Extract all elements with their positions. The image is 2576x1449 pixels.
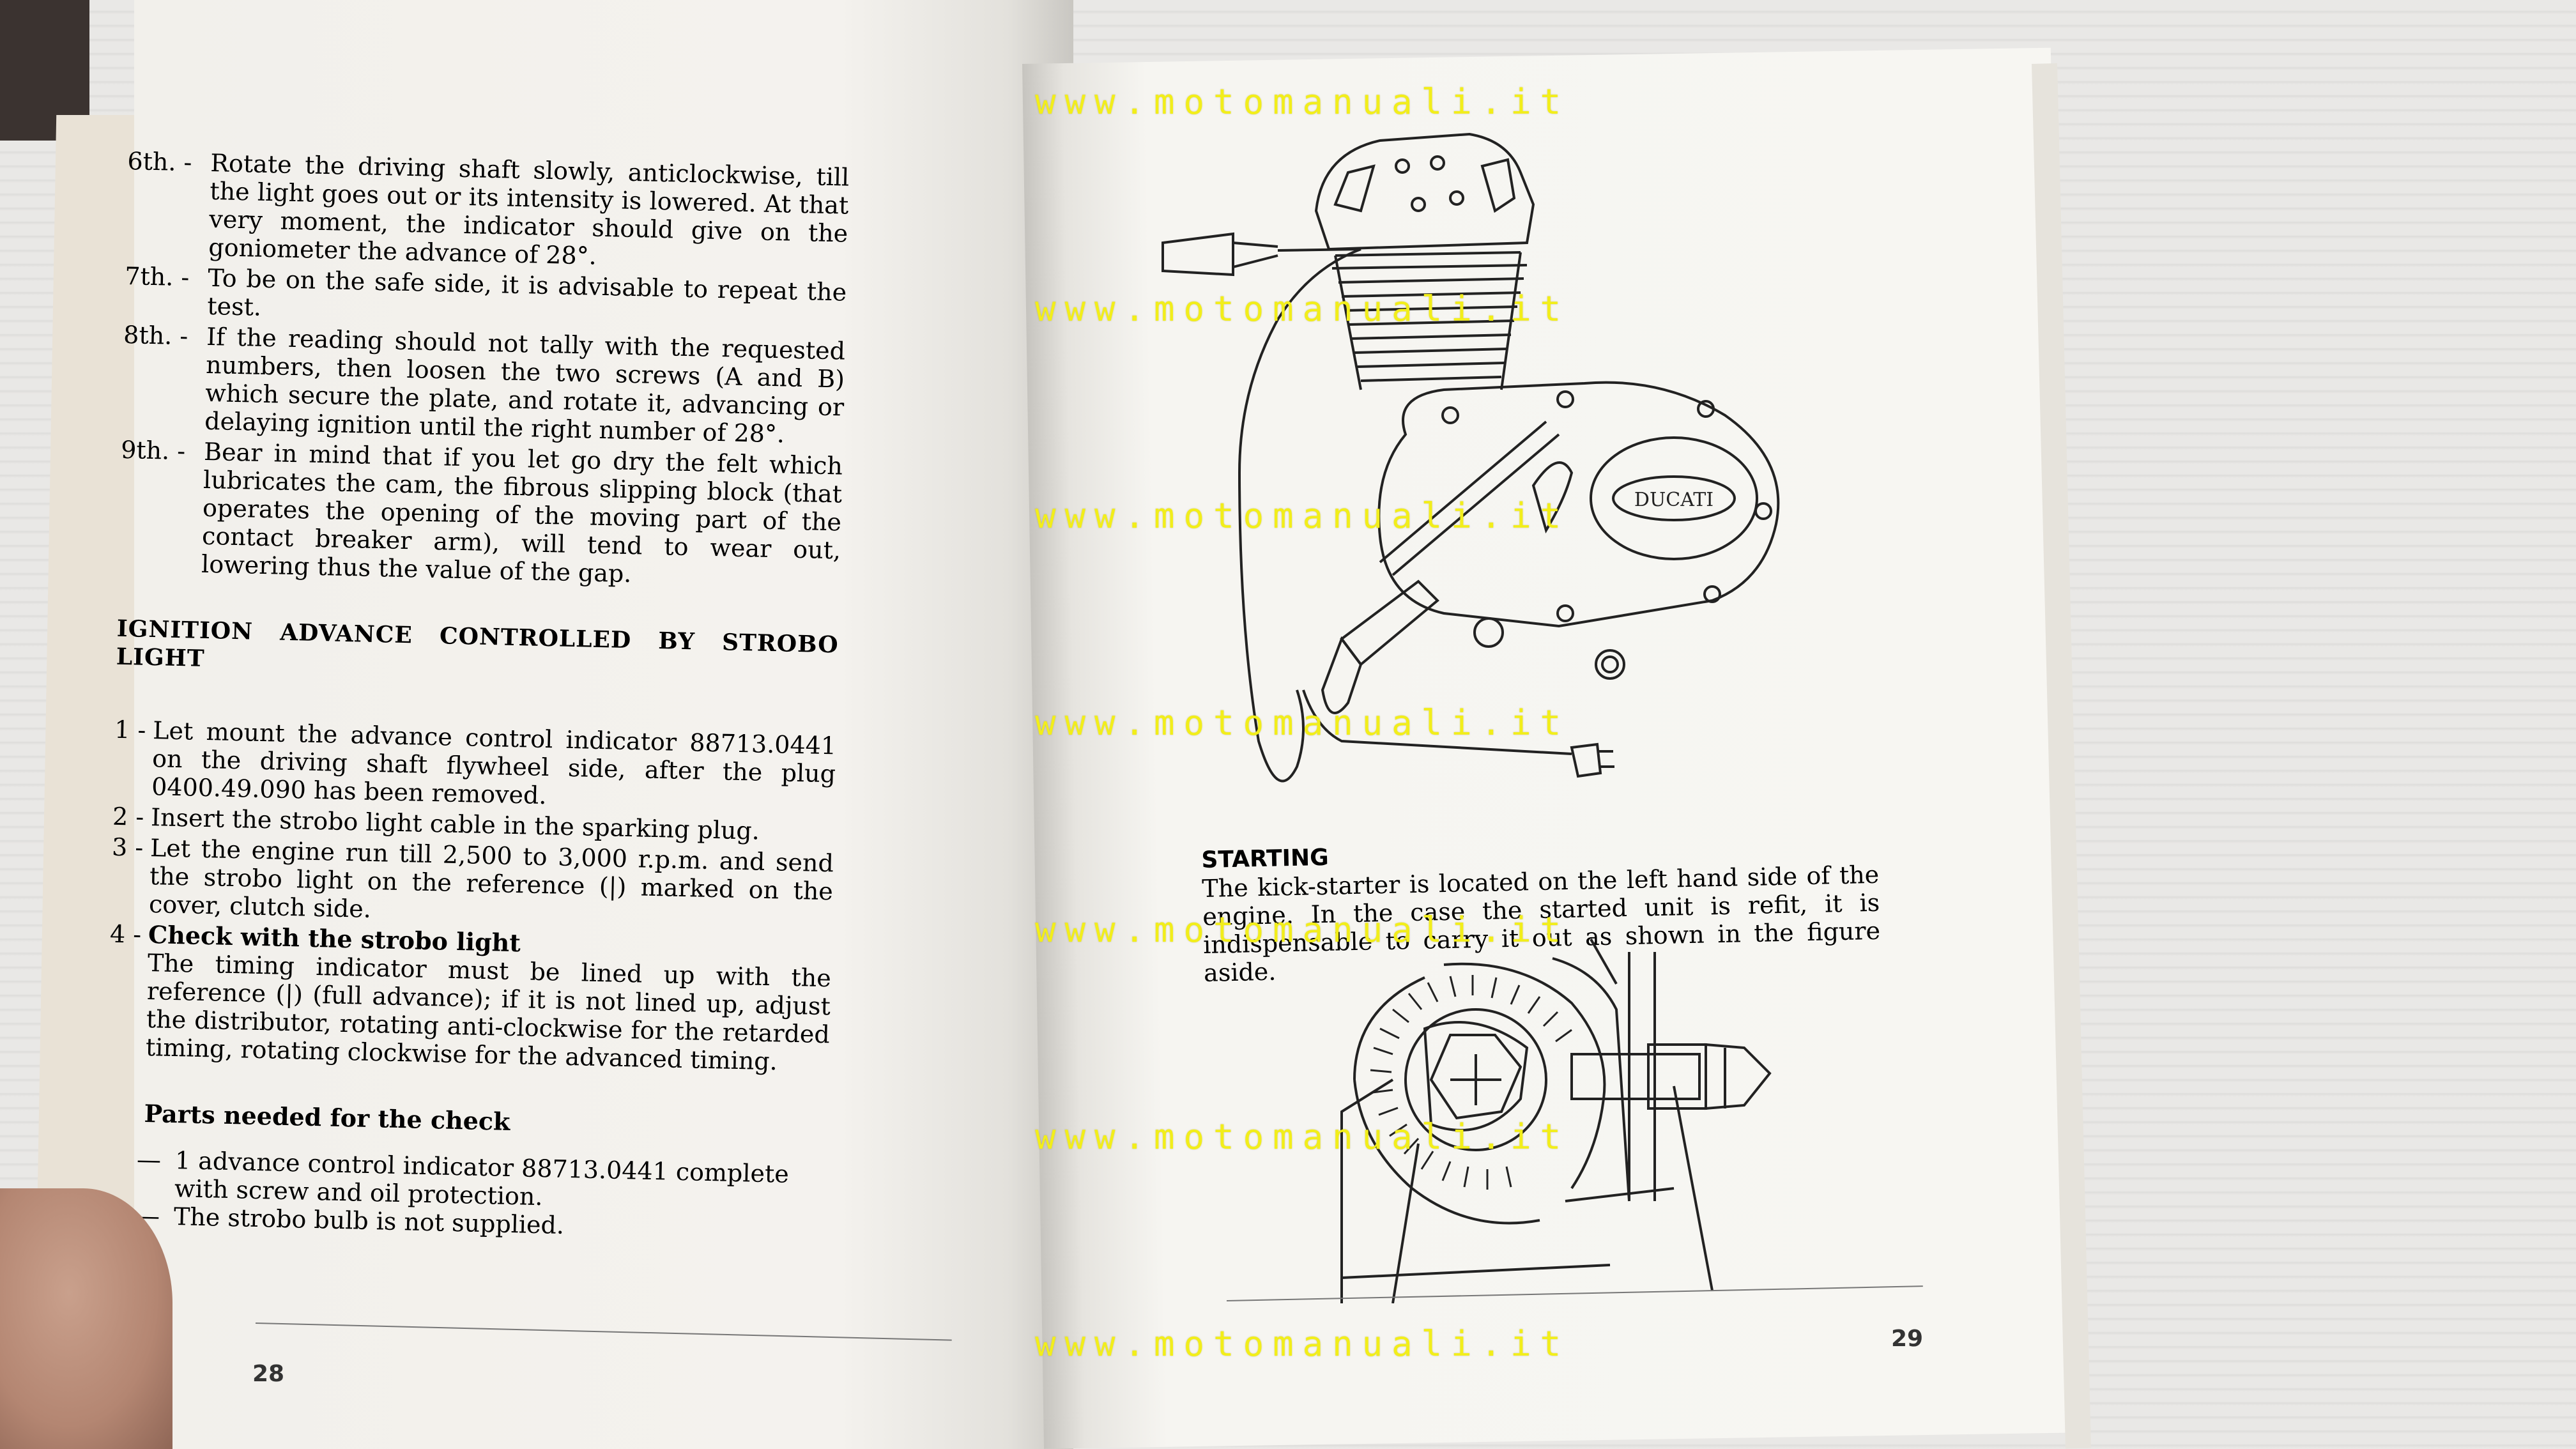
page-number-right: 29 bbox=[1891, 1326, 1924, 1352]
bolt-shaft bbox=[1570, 1053, 1701, 1100]
item-number: 1 - bbox=[114, 715, 146, 744]
page-number-left: 28 bbox=[252, 1361, 285, 1387]
item-number: 4 - bbox=[109, 919, 142, 949]
step-text: If the reading should not tally with the… bbox=[204, 322, 846, 448]
watermark-text: www.motomanuali.it bbox=[1035, 910, 1570, 950]
strobo-cable bbox=[1238, 248, 1361, 783]
holding-thumb bbox=[0, 1188, 172, 1449]
crankcase-cover bbox=[1377, 381, 1780, 628]
section-heading: IGNITION ADVANCE CONTROLLED BY STROBO LI… bbox=[116, 615, 839, 672]
step-text: Rotate the driving shaft slowly, anticlo… bbox=[208, 148, 850, 270]
watermark-text: www.motomanuali.it bbox=[1035, 1324, 1570, 1364]
splined-shaft bbox=[1429, 1034, 1522, 1120]
step-item: 6th. - Rotate the driving shaft slowly, … bbox=[125, 147, 850, 276]
left-page bbox=[134, 0, 1073, 1449]
step-number: 8th. - bbox=[123, 320, 188, 351]
step-text: To be on the safe side, it is advisable … bbox=[206, 263, 847, 321]
cylinder-head bbox=[1314, 132, 1535, 251]
ducati-logo-oval bbox=[1612, 475, 1736, 521]
step-number: 9th. - bbox=[120, 435, 186, 466]
step-list: 6th. - Rotate the driving shaft slowly, … bbox=[118, 147, 850, 592]
item-text: Check with the strobo light The timing i… bbox=[145, 920, 832, 1077]
gear-outer bbox=[1443, 962, 1606, 1190]
inspection-window bbox=[1531, 461, 1574, 533]
step-item: 8th. - If the reading should not tally w… bbox=[121, 321, 846, 450]
watermark-text: www.motomanuali.it bbox=[1035, 1117, 1570, 1157]
numbered-item: 1 - Let mount the advance control indica… bbox=[113, 716, 837, 816]
watermark-text: www.motomanuali.it bbox=[1035, 289, 1570, 329]
watermark-text: www.motomanuali.it bbox=[1035, 496, 1570, 536]
item-text: Let mount the advance control indicator … bbox=[151, 716, 837, 810]
numbered-item-check: 4 - Check with the strobo light The timi… bbox=[107, 920, 832, 1077]
item-number: 3 - bbox=[111, 832, 144, 862]
engine-illustration: DUCATI bbox=[1162, 132, 1780, 783]
gear-hub bbox=[1404, 1008, 1547, 1151]
watermark-text: www.motomanuali.it bbox=[1035, 703, 1570, 743]
step-number: 6th. - bbox=[127, 147, 192, 177]
item-text: Let the engine run till 2,500 to 3,000 r… bbox=[148, 834, 834, 923]
strobo-lamp-body bbox=[1162, 232, 1234, 277]
watermark-text: www.motomanuali.it bbox=[1035, 82, 1570, 122]
numbered-item: 3 - Let the engine run till 2,500 to 3,0… bbox=[111, 833, 834, 934]
parts-heading: Parts needed for the check bbox=[144, 1098, 510, 1136]
left-page-content: 6th. - Rotate the driving shaft slowly, … bbox=[103, 147, 850, 1245]
item-number: 2 - bbox=[112, 802, 144, 831]
kick-starter-illustration bbox=[1340, 939, 1772, 1303]
cable-plug bbox=[1570, 742, 1602, 778]
engine-logo-text: DUCATI bbox=[1634, 489, 1713, 511]
step-number: 7th. - bbox=[124, 261, 190, 292]
dash-marker: — bbox=[136, 1145, 162, 1174]
bolt-head bbox=[1705, 1043, 1772, 1110]
strobo-lever bbox=[1340, 579, 1439, 666]
step-text: Bear in mind that if you let go dry the … bbox=[201, 437, 843, 588]
step-item: 9th. - Bear in mind that if you let go d… bbox=[118, 436, 843, 593]
check-text: The timing indicator must be lined up wi… bbox=[145, 949, 832, 1076]
